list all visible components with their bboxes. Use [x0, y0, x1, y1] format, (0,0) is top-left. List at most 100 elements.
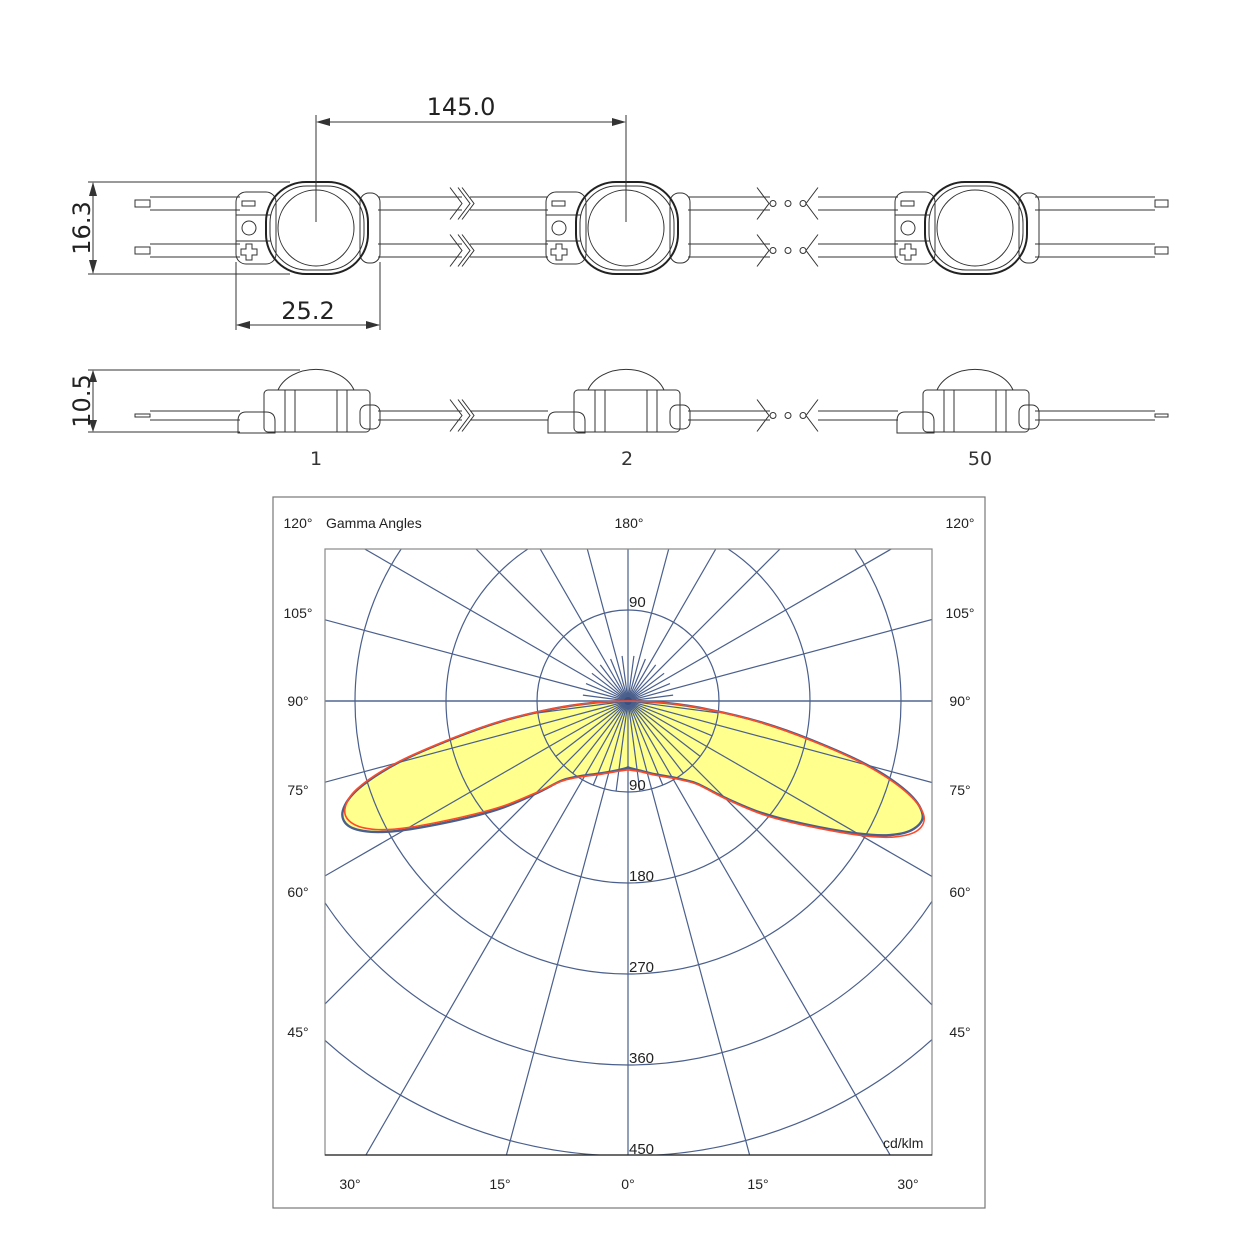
module-label-50: 50	[968, 448, 992, 470]
break-symbol	[449, 399, 463, 432]
grid-ray	[586, 549, 629, 702]
grid-ray	[505, 700, 629, 1155]
break-symbol	[805, 187, 819, 220]
grid-ray	[364, 549, 629, 702]
break-symbol	[449, 187, 463, 220]
curve-outlines	[341, 699, 926, 839]
grid-ray	[627, 700, 932, 1006]
grid-ray	[325, 700, 629, 1005]
grid-ray	[627, 549, 781, 702]
radial-label: 270	[629, 959, 654, 976]
angle-label-left: 60°	[287, 884, 308, 900]
dimension-width: 25.2	[235, 262, 381, 330]
dimension-height: 16.3	[68, 181, 290, 275]
side-view	[134, 368, 1169, 434]
pitch-value: 145.0	[427, 93, 496, 121]
angle-label-right: 45°	[949, 1024, 970, 1040]
break-symbol	[457, 234, 471, 267]
height-value: 16.3	[68, 201, 96, 254]
grid-ray-minor	[621, 655, 629, 702]
grid-ray-minor	[537, 700, 629, 714]
break-symbol	[756, 234, 770, 267]
top-view	[134, 181, 1169, 275]
break-symbol	[756, 399, 770, 432]
break-symbol	[756, 187, 770, 220]
wire-tip	[134, 246, 151, 255]
grid-ray	[627, 618, 932, 702]
module-label-2: 2	[621, 448, 633, 470]
wires	[134, 187, 1169, 267]
module-label-1: 1	[310, 448, 322, 470]
angle-label-right: 120°	[946, 515, 975, 531]
grid-ray-minor	[591, 672, 629, 702]
grid-ray-minor	[627, 700, 641, 792]
angle-label-bottom: 30°	[897, 1176, 918, 1192]
wire-tip	[1154, 199, 1169, 208]
grid-ray-minor	[543, 700, 629, 737]
angle-label-bottom: 30°	[339, 1176, 360, 1192]
angle-label-left: 75°	[287, 782, 308, 798]
break-symbol	[461, 187, 475, 220]
grid-ray-minor	[610, 658, 629, 702]
angle-label-right: 75°	[949, 782, 970, 798]
radial-label: 450	[629, 1141, 654, 1158]
angle-label-bottom: 0°	[621, 1176, 634, 1192]
radial-label-top: 90	[629, 594, 646, 611]
unit-label: cd/klm	[883, 1135, 923, 1151]
break-symbol	[805, 234, 819, 267]
break-symbol	[457, 399, 471, 432]
angle-label-left: 90°	[287, 693, 308, 709]
radial-label: 360	[629, 1050, 654, 1067]
angle-label-left: 105°	[284, 605, 313, 621]
grid-ray	[325, 700, 629, 877]
angle-label-left: 120°	[284, 515, 313, 531]
distribution-curve-2	[343, 700, 926, 839]
grid-ray	[325, 619, 629, 702]
angle-label-right: 90°	[949, 693, 970, 709]
continuation-dot	[799, 200, 807, 207]
continuation-dot	[784, 200, 792, 207]
grid-ray-minor	[627, 700, 713, 737]
continuation-dot	[769, 412, 777, 419]
break-symbol	[461, 234, 475, 267]
radial-label: 90	[629, 777, 646, 794]
led-module-50-top	[894, 181, 1040, 275]
grid-ray-minor	[599, 664, 629, 702]
chart-title: Gamma Angles	[326, 515, 422, 531]
grid-ray-minor	[627, 700, 664, 786]
grid-ray-minor	[572, 700, 629, 774]
angle-label-left: 45°	[287, 1024, 308, 1040]
angle-label-bottom: 15°	[747, 1176, 768, 1192]
polar-chart: Gamma Angles 180° cd/klm 120°120°105°105…	[272, 496, 986, 1209]
continuation-dot	[799, 412, 807, 419]
angle-label-bottom: 15°	[489, 1176, 510, 1192]
angle-label-right: 60°	[949, 884, 970, 900]
continuation-dot	[784, 247, 792, 254]
break-symbol	[805, 399, 819, 432]
grid-ray	[325, 700, 629, 783]
led-module-2-side	[547, 368, 691, 434]
led-module-1-top	[235, 181, 381, 275]
continuation-dot	[799, 247, 807, 254]
break-symbol	[449, 234, 463, 267]
continuation-dot	[769, 200, 777, 207]
dimension-side-height: 10.5	[68, 369, 300, 433]
grid-ray-minor	[627, 683, 671, 702]
wire-tip	[1154, 413, 1169, 418]
led-module-50-side	[896, 368, 1040, 434]
break-symbol	[457, 187, 471, 220]
wire-tip	[134, 199, 151, 208]
led-module-2-top	[545, 181, 691, 275]
grid-ray	[627, 700, 932, 878]
grid-ray-minor	[627, 700, 719, 714]
grid-ray-minor	[585, 683, 629, 702]
grid-ray-minor	[627, 655, 635, 702]
angle-label-right: 105°	[946, 605, 975, 621]
width-value: 25.2	[281, 297, 334, 325]
grid-ray	[627, 700, 932, 784]
continuation-dot	[784, 412, 792, 419]
grid-ray	[627, 549, 670, 702]
grid-ray-minor	[592, 700, 629, 786]
